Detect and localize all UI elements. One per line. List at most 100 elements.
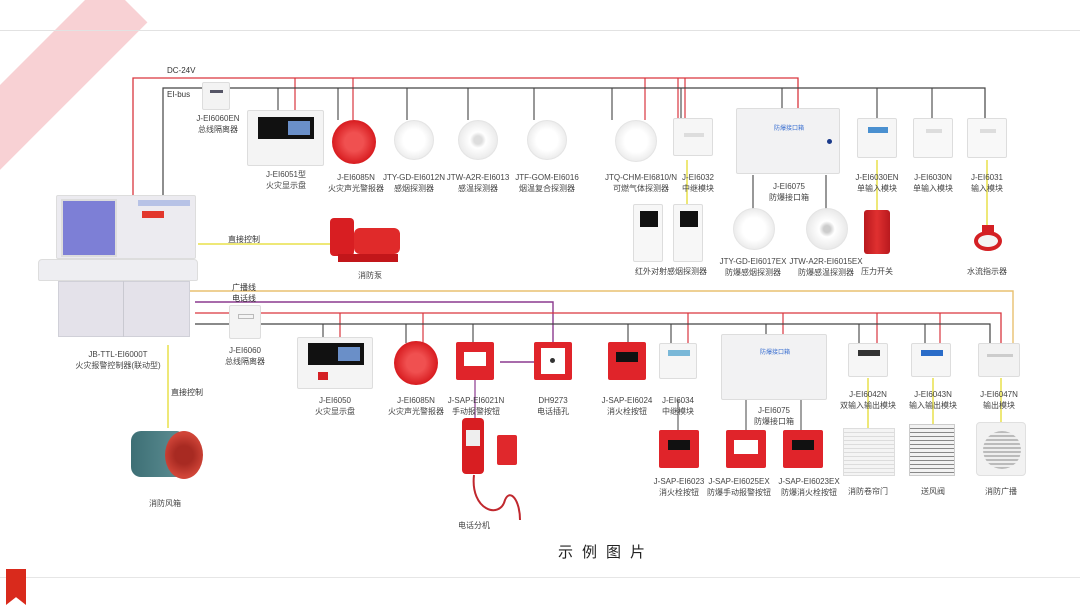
- bottom-bus-wire: [195, 323, 991, 343]
- bus-isolator-top: [202, 82, 230, 110]
- single-input-module-en: [857, 118, 897, 158]
- explosion-proof-box-bottom: 防爆接口箱: [721, 334, 827, 400]
- eibus-label: EI-bus: [167, 90, 191, 99]
- smoke-detector: [394, 120, 434, 160]
- dc24v-label: DC-24V: [167, 66, 196, 75]
- infrared-beam-detector-a: [633, 204, 663, 262]
- relay-module-top: [673, 118, 713, 156]
- controller-name: 火灾报警控制器(联动型): [75, 361, 161, 370]
- direct-control-label-top: 直接控制: [228, 235, 260, 244]
- device-label: 消防卷帘门: [848, 487, 888, 496]
- dual-io-module: [848, 343, 888, 377]
- relay-module-bottom: [659, 343, 697, 379]
- eibus-wire: [162, 87, 986, 290]
- device-label: 压力开关: [861, 267, 893, 276]
- controller-screen: [61, 199, 117, 257]
- output-module: [978, 343, 1020, 377]
- direct-control-label-bottom: 直接控制: [171, 388, 203, 397]
- bottom-power-wire: [195, 312, 1002, 343]
- header-divider: [0, 30, 1080, 31]
- telephone-jack: [534, 342, 572, 380]
- fire-display-panel-top: [247, 110, 324, 166]
- device-label: 消防广播: [985, 487, 1017, 496]
- broadcast-label: 广播线: [232, 283, 256, 292]
- smoke-heat-detector: [527, 120, 567, 160]
- fire-display-panel-bottom: [297, 337, 373, 389]
- fire-alarm-controller: [38, 193, 198, 345]
- gas-detector: [615, 120, 657, 162]
- fire-shutter-door: [843, 428, 895, 476]
- dc24v-wire: [132, 77, 799, 290]
- controller-label: JB-TTL-EI6000T 火灾报警控制器(联动型): [75, 349, 160, 371]
- device-label: 送风阀: [921, 487, 945, 496]
- heat-detector: [458, 120, 498, 160]
- device-label: 红外对射感烟探测器: [635, 267, 707, 276]
- bookmark-icon: [6, 569, 26, 605]
- device-label: 电话分机: [458, 521, 490, 530]
- explosion-proof-smoke-detector: [733, 208, 775, 250]
- sound-light-alarm-bottom: [394, 341, 438, 385]
- supply-air-valve: [909, 424, 955, 476]
- telephone-wire: [195, 301, 554, 343]
- sound-light-alarm-top: [332, 120, 376, 164]
- hydrant-button-sub: [659, 430, 699, 468]
- smoke-exhaust-fan: [131, 427, 206, 489]
- ex-hydrant-button: [783, 430, 823, 468]
- device-label: J-EI6051型火灾显示盘: [265, 170, 307, 190]
- explosion-proof-heat-detector: [806, 208, 848, 250]
- figure-caption: 示例图片: [558, 544, 655, 561]
- water-flow-indicator: [968, 225, 1008, 251]
- box-label: 防爆接口箱: [773, 126, 804, 132]
- device-label: 消防泵: [358, 271, 382, 280]
- footer-divider: [0, 577, 1080, 578]
- telephone-cradle: [497, 435, 517, 465]
- fire-broadcast-speaker: [976, 422, 1026, 476]
- ex-manual-alarm-button: [726, 430, 766, 468]
- fire-pump: [330, 214, 405, 266]
- input-module: [967, 118, 1007, 158]
- telephone-label: 电话线: [232, 294, 256, 303]
- bus-isolator-bottom: [229, 305, 261, 339]
- io-module: [911, 343, 951, 377]
- broadcast-wire: [190, 290, 1014, 345]
- box-label: 防爆接口箱: [759, 350, 790, 356]
- device-label: 水流指示器: [967, 267, 1007, 276]
- infrared-beam-detector-b: [673, 204, 703, 262]
- single-input-module: [913, 118, 953, 158]
- telephone-handset: [462, 418, 484, 474]
- hydrant-button: [608, 342, 646, 380]
- pressure-switch: [864, 210, 890, 254]
- explosion-proof-box-top: 防爆接口箱: [736, 108, 840, 174]
- device-label: 消防风箱: [149, 499, 181, 508]
- controller-model: JB-TTL-EI6000T: [88, 350, 148, 359]
- manual-alarm-button: [456, 342, 494, 380]
